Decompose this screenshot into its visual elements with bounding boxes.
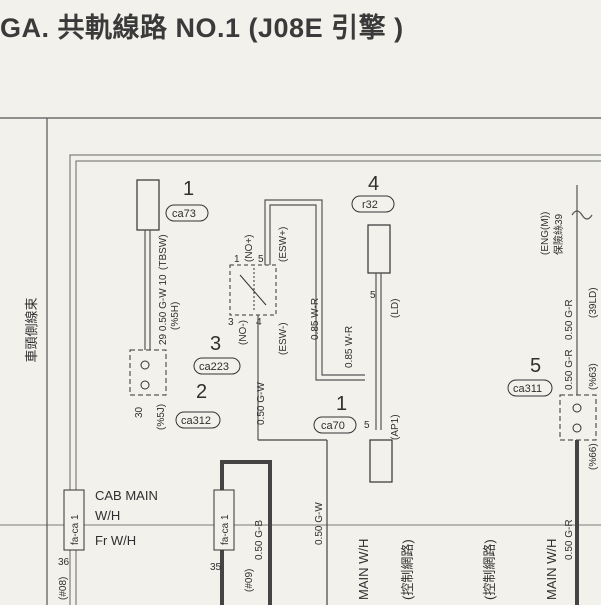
component-ca70: 1 ca70 <box>313 393 393 483</box>
pin-label: (#08) <box>58 577 69 600</box>
wire-label: (TBSW) <box>158 234 169 270</box>
wire-label: 0.85 W-R <box>310 298 321 340</box>
connector-left: fa-ca 1 <box>63 489 85 551</box>
wire-label: 0.50 G-R <box>564 299 575 340</box>
wire-label: (%63) <box>588 363 599 390</box>
cab-main-label: CAB MAIN <box>95 488 158 503</box>
diagram-frame <box>0 117 601 605</box>
component-code: ca223 <box>199 361 229 373</box>
component-ca312: 2 ca312 <box>129 349 221 429</box>
connector-label: fa-ca 1 <box>70 514 81 545</box>
wire-label: 5 <box>364 420 370 431</box>
switch-label: (NO-) <box>238 320 249 345</box>
wire-label: (#09) <box>244 569 255 592</box>
component-index: 5 <box>530 355 541 377</box>
wire-label: 0.50 G-R <box>564 349 575 390</box>
fuse-label: (ENG(M)) <box>540 212 551 255</box>
wire-label: 0.50 G-W <box>256 382 267 425</box>
component-code: ca70 <box>321 420 345 432</box>
connector-mid: fa-ca 1 <box>213 489 235 551</box>
component-ca223: 3 ca223 <box>193 264 277 375</box>
component-code: ca311 <box>513 383 542 395</box>
fuse-label: 保險絲39 <box>552 213 565 255</box>
wire-ca73 <box>144 230 151 350</box>
main-bus-wire <box>69 154 601 605</box>
bottom-wires <box>220 439 328 605</box>
wire-label: (LD) <box>390 299 401 318</box>
wire-label: 29 0.50 G-W 10 <box>158 274 169 345</box>
wire-label: 0.50 G-W <box>314 502 325 545</box>
wire-label: (%5J) <box>156 404 167 430</box>
component-r32: 4 r32 <box>351 173 395 274</box>
component-ca73: 1 ca73 <box>136 178 209 231</box>
wh-label: W/H <box>95 508 120 523</box>
pin-label: 5 <box>258 254 264 265</box>
wire-label: (%5H) <box>170 302 181 330</box>
pin-label: 4 <box>256 317 262 328</box>
wire-label: (%66) <box>588 443 599 470</box>
component-index: 1 <box>336 393 347 415</box>
component-code: r32 <box>362 199 378 211</box>
fr-wh-label: Fr W/H <box>95 533 136 548</box>
wire-label: (39LD) <box>588 287 599 318</box>
left-harness-label: 車頭側線束 <box>24 297 39 362</box>
component-index: 1 <box>183 178 194 200</box>
wire-label: (ESW+) <box>278 227 289 262</box>
ctrl-net-label: (控制網路) <box>400 539 415 600</box>
main-wh-label: MAIN W/H <box>356 539 371 600</box>
pin-label: 35 <box>210 562 222 573</box>
pin-label: 1 <box>234 254 240 265</box>
wire-switch <box>257 199 365 440</box>
wire-label: 0.50 G-B <box>254 520 265 560</box>
ctrl-net-label: (控制網路) <box>482 539 497 600</box>
wire-label: (AP1) <box>390 414 401 440</box>
wire-fuse <box>571 185 593 605</box>
page-title: GA. 共軌線路 NO.1 (J08E 引擎 ) <box>0 13 404 43</box>
component-code: ca312 <box>181 415 211 427</box>
pin-label: 3 <box>228 317 234 328</box>
component-code: ca73 <box>172 208 196 220</box>
component-index: 2 <box>196 381 207 403</box>
component-ca311: 5 ca311 <box>507 355 597 441</box>
wire-label: MAIN W/H <box>544 539 559 600</box>
wire-r32 <box>375 273 382 430</box>
pin-label: 36 <box>58 557 70 568</box>
wire-label: 0.50 G-R <box>564 519 575 560</box>
switch-label: (NO+) <box>244 235 255 263</box>
wire-label: 5 <box>370 290 376 301</box>
wire-label: (ESW-) <box>278 322 289 355</box>
component-index: 3 <box>210 333 221 355</box>
wire-label: 30 <box>134 406 145 418</box>
component-index: 4 <box>368 173 379 195</box>
wire-label: 0.85 W-R <box>344 326 355 368</box>
connector-label: fa-ca 1 <box>220 514 231 545</box>
